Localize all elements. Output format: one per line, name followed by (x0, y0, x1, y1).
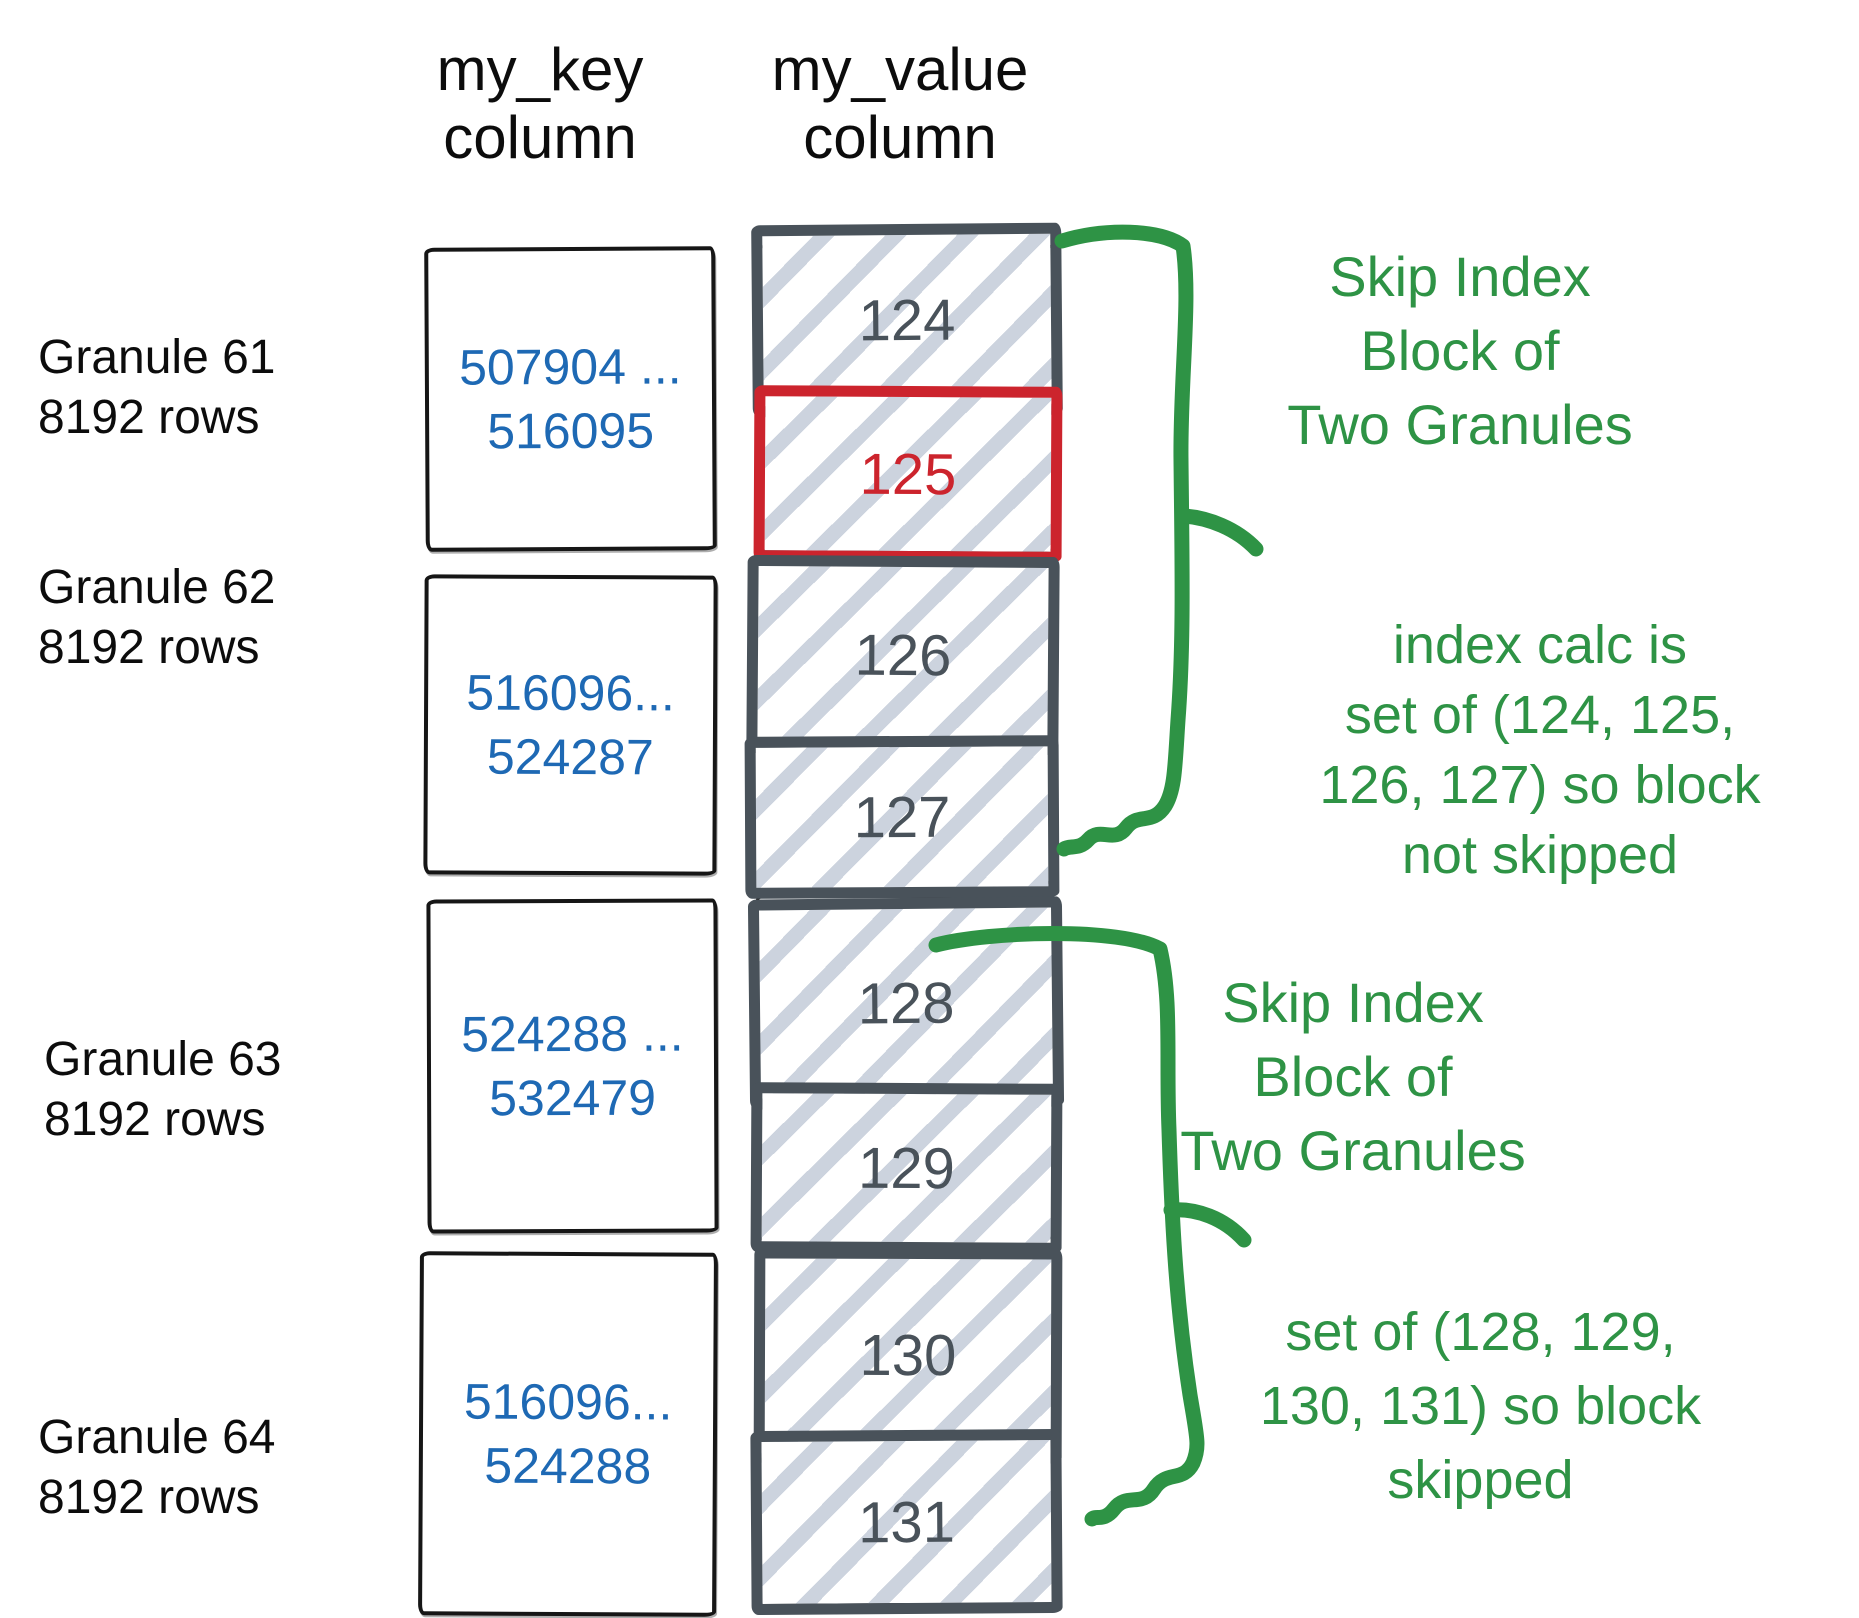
granule-name: Granule 64 (38, 1411, 276, 1464)
granule-62-label: Granule 62 8192 rows (38, 558, 276, 678)
value-block-number: 131 (857, 1489, 956, 1555)
value-block-129: 129 (750, 1082, 1063, 1254)
granule-rows: 8192 rows (38, 621, 260, 674)
granule-name: Granule 63 (44, 1033, 282, 1086)
key-range-max: 516095 (487, 402, 655, 460)
bracket-top-curve (1054, 224, 1194, 857)
bracket-bottom-tick (1163, 1202, 1252, 1248)
key-range-max: 532479 (489, 1069, 657, 1127)
annotation-line: Skip Index (1222, 971, 1484, 1034)
annotation-line: Two Granules (1287, 393, 1633, 456)
annotation-line: not skipped (1401, 825, 1679, 885)
annotation-line: skipped (1387, 1450, 1574, 1510)
granule-61-key-box: 507904 ... 516095 (424, 246, 717, 552)
granule-63-key-box: 524288 ... 532479 (426, 898, 719, 1234)
key-range-max: 524287 (486, 728, 654, 786)
value-column-header-line2: column (803, 104, 997, 171)
key-column-header-line1: my_key (436, 36, 644, 103)
granule-61-label: Granule 61 8192 rows (38, 328, 276, 448)
key-range: 507904 ... 516095 (459, 334, 682, 463)
granule-rows: 8192 rows (44, 1093, 266, 1146)
key-column-header-line2: column (443, 104, 637, 171)
value-block-number: 129 (857, 1135, 956, 1201)
value-block-number: 124 (858, 287, 956, 353)
key-range-min: 507904 ... (458, 338, 682, 396)
value-block-number: 130 (859, 1322, 957, 1389)
annotation-line: 126, 127) so block (1319, 755, 1761, 815)
annotation-line: index calc is (1392, 615, 1688, 675)
annotation-line: set of (128, 129, (1285, 1302, 1676, 1362)
value-block-number: 125 (859, 441, 957, 507)
value-column-header: my_value column (745, 36, 1055, 172)
annotation-line: Skip Index (1329, 245, 1591, 308)
value-block-128: 128 (747, 896, 1065, 1110)
key-range-max: 524288 (484, 1437, 652, 1495)
value-column-header-line1: my_value (771, 36, 1029, 103)
value-block-126: 126 (746, 554, 1060, 756)
key-column-header: my_key column (385, 36, 695, 172)
annotation-line: set of (124, 125, (1344, 685, 1736, 745)
granule-63-label: Granule 63 8192 rows (44, 1030, 282, 1150)
key-range-min: 516096... (466, 664, 676, 722)
value-block-number: 128 (857, 969, 955, 1037)
granule-64-key-box: 516096... 524288 (418, 1251, 718, 1617)
annotation-skip-block-1: Skip Index Block of Two Granules (1225, 240, 1695, 462)
granule-rows: 8192 rows (38, 1471, 260, 1524)
bracket-top-tick (1177, 508, 1264, 557)
key-range: 516096... 524287 (466, 661, 675, 790)
granule-name: Granule 62 (38, 561, 276, 614)
key-range-min: 516096... (463, 1373, 673, 1431)
annotation-skip-block-2: Skip Index Block of Two Granules (1118, 966, 1588, 1188)
value-block-125-highlighted: 125 (753, 385, 1063, 563)
annotation-index-calc-2: set of (128, 129, 130, 131) so block ski… (1198, 1295, 1763, 1517)
annotation-line: Two Granules (1180, 1119, 1526, 1182)
annotation-index-calc-1: index calc is set of (124, 125, 126, 127… (1265, 610, 1815, 890)
annotation-line: Block of (1253, 1045, 1453, 1108)
granule-64-label: Granule 64 8192 rows (38, 1408, 276, 1528)
annotation-line: Block of (1360, 319, 1560, 382)
granule-62-key-box: 516096... 524287 (423, 574, 718, 876)
value-block-127: 127 (744, 735, 1060, 899)
key-range: 524288 ... 532479 (461, 1002, 684, 1131)
annotation-line: 130, 131) so block (1259, 1376, 1702, 1436)
granule-rows: 8192 rows (38, 391, 260, 444)
key-range: 516096... 524288 (463, 1369, 673, 1498)
value-block-number: 127 (853, 784, 951, 850)
key-range-min: 524288 ... (461, 1005, 684, 1063)
value-block-number: 126 (854, 622, 952, 688)
value-block-131: 131 (750, 1428, 1063, 1616)
granule-name: Granule 61 (38, 331, 276, 384)
